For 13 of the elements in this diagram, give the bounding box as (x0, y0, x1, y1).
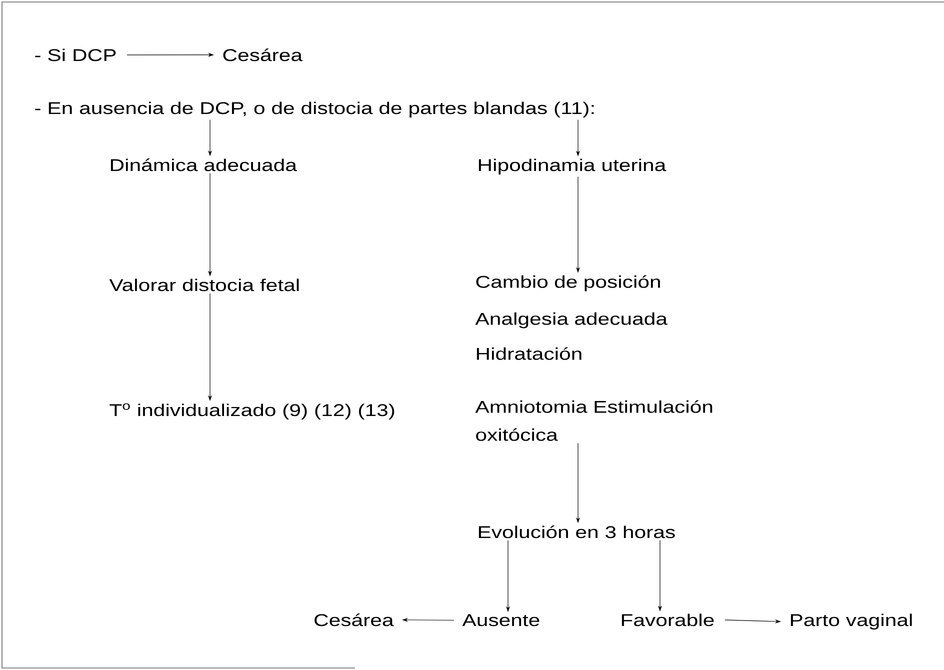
step-text: Parto vaginal (790, 614, 912, 630)
step-text: Evolución en 3 horas (478, 526, 675, 538)
step-text: - En ausencia de DCP, o de distocia de partes blandas (11): (35, 102, 594, 118)
step-text: Valorar distocia fetal (109, 278, 299, 292)
step-text: Ausente (462, 614, 540, 626)
step-text: Cesárea (314, 614, 394, 626)
step-text: - Si DCP (35, 48, 116, 62)
step-text: Cesárea (223, 48, 303, 62)
step-text: T$^{o}$ individualizado (9) (12) (13) (110, 403, 394, 420)
step-text: Cambio de posición Analgesia adecuada Hidratación Amniotomia Estimulación oxitócica (475, 275, 712, 441)
step-text: Favorable (622, 614, 714, 626)
step-text: Hipodinamia uterina (478, 158, 666, 175)
step-text: Dinámica adecuada (110, 158, 297, 172)
